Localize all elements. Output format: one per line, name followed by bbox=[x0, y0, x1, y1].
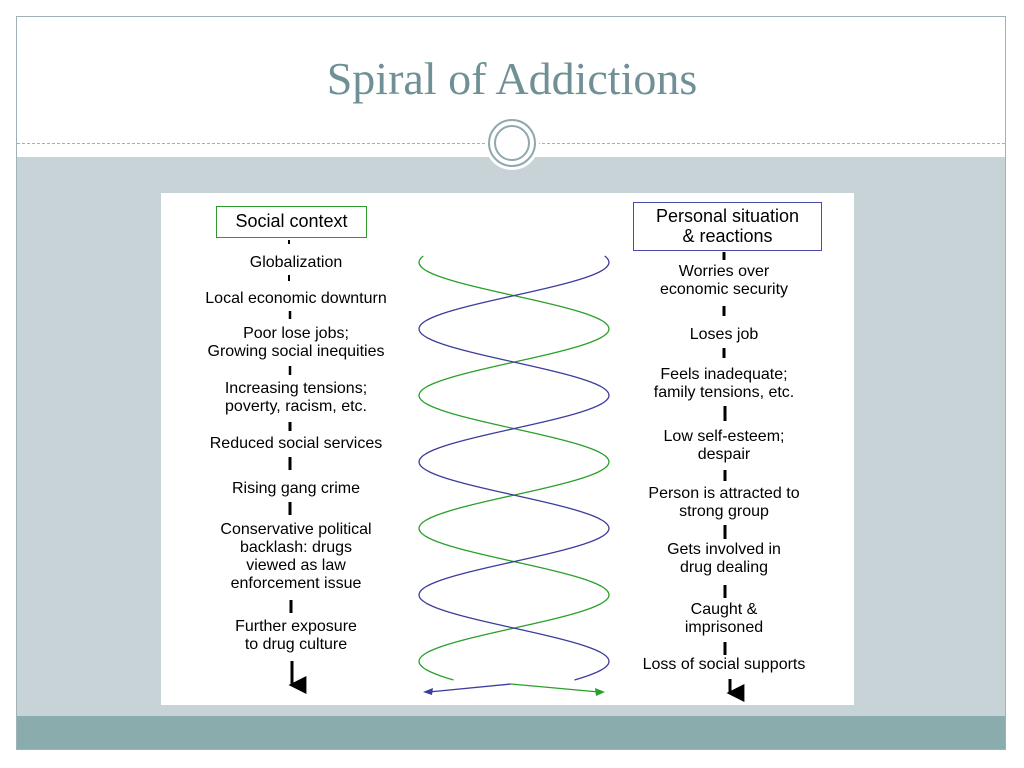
right-item-attracted-to-group: Person is attracted to strong group bbox=[648, 485, 800, 520]
right-item-worries: Worries over economic security bbox=[659, 263, 789, 298]
left-item-economic-downturn: Local economic downturn bbox=[205, 290, 387, 307]
left-item-gang-crime: Rising gang crime bbox=[231, 480, 361, 497]
left-item-globalization: Globalization bbox=[249, 254, 343, 271]
ornament-outer-ring bbox=[488, 119, 536, 167]
right-item-drug-dealing: Gets involved in drug dealing bbox=[667, 541, 781, 576]
helix-spiral bbox=[418, 255, 610, 681]
left-connector-arrow bbox=[288, 240, 307, 694]
social-context-header: Social context bbox=[216, 206, 367, 238]
slide-title: Spiral of Addictions bbox=[326, 53, 698, 104]
footer-bar bbox=[17, 716, 1005, 749]
left-item-increasing-tensions: Increasing tensions; poverty, racism, et… bbox=[224, 380, 368, 415]
personal-situation-header: Personal situation & reactions bbox=[633, 202, 822, 251]
right-item-loses-job: Loses job bbox=[689, 326, 759, 343]
right-item-caught-imprisoned: Caught & imprisoned bbox=[684, 601, 764, 636]
left-item-poor-lose-jobs: Poor lose jobs; Growing social inequitie… bbox=[207, 325, 385, 360]
personal-situation-header-text: Personal situation & reactions bbox=[655, 206, 800, 246]
ornament-inner-ring bbox=[494, 125, 530, 161]
right-item-loss-of-supports: Loss of social supports bbox=[642, 656, 806, 673]
right-connector-arrow bbox=[722, 252, 745, 702]
helix-green-strand bbox=[418, 255, 610, 681]
double-arrow-icon bbox=[423, 683, 605, 696]
left-item-conservative-backlash: Conservative political backlash: drugs v… bbox=[220, 521, 372, 592]
right-item-feels-inadequate: Feels inadequate; family tensions, etc. bbox=[653, 366, 795, 401]
circle-ornament-icon bbox=[485, 116, 539, 170]
diagram-graphics bbox=[288, 240, 745, 702]
right-item-low-self-esteem: Low self-esteem; despair bbox=[663, 428, 785, 463]
left-item-reduced-services: Reduced social services bbox=[209, 435, 383, 452]
left-item-drug-culture: Further exposure to drug culture bbox=[235, 618, 357, 653]
diagram-panel: Social context Personal situation & reac… bbox=[161, 193, 854, 705]
helix-blue-strand bbox=[418, 255, 610, 681]
